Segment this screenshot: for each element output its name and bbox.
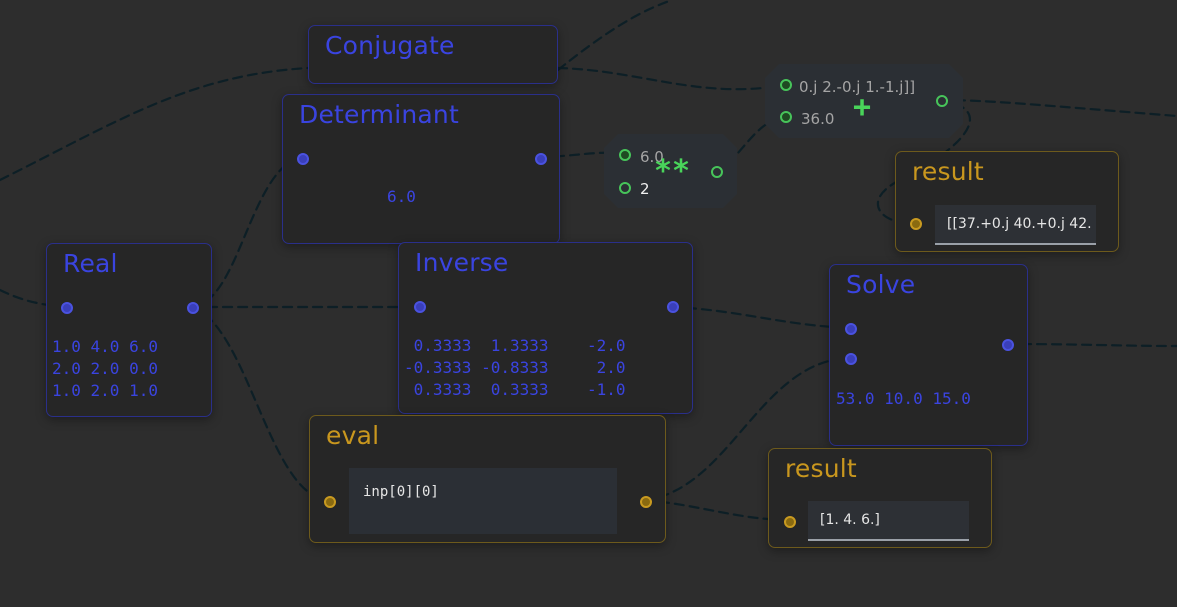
node-title: Real [63, 249, 118, 278]
operand-a: 0.j 2.-0.j 1.-1.j]] [799, 78, 916, 96]
inverse-node[interactable]: Inverse 0.3333 1.3333 -2.0 -0.3333 -0.83… [398, 242, 693, 414]
eval-code-editor[interactable]: inp[0][0] [349, 468, 617, 534]
determinant-node[interactable]: Determinant 6.0 [282, 94, 560, 244]
output-port[interactable] [640, 496, 652, 508]
node-title: result [785, 454, 857, 483]
output-port[interactable] [667, 301, 679, 313]
node-title: Determinant [299, 100, 459, 129]
input-port[interactable] [780, 79, 792, 91]
operand-a: 6.0 [640, 148, 664, 166]
input-port[interactable] [61, 302, 73, 314]
operand-b: 36.0 [801, 110, 835, 128]
input-port[interactable] [780, 111, 792, 123]
node-title: Solve [846, 270, 916, 299]
output-port[interactable] [535, 153, 547, 165]
input-port[interactable] [324, 496, 336, 508]
determinant-value: 6.0 [387, 187, 416, 206]
input-port[interactable] [619, 149, 631, 161]
power-operator-node[interactable]: 6.0 2 ** [604, 134, 737, 208]
real-node[interactable]: Real 1.0 4.0 6.0 2.0 2.0 0.0 1.0 2.0 1.0 [46, 243, 212, 417]
real-matrix: 1.0 4.0 6.0 2.0 2.0 0.0 1.0 2.0 1.0 [52, 337, 158, 400]
add-operator-node[interactable]: 0.j 2.-0.j 1.-1.j]] 36.0 + [765, 64, 963, 138]
operand-b: 2 [640, 180, 650, 198]
input-port[interactable] [845, 323, 857, 335]
output-port[interactable] [711, 166, 723, 178]
add-symbol: + [853, 90, 872, 125]
input-port[interactable] [619, 182, 631, 194]
input-port[interactable] [414, 301, 426, 313]
eval-node[interactable]: eval inp[0][0] [309, 415, 666, 543]
inverse-matrix: 0.3333 1.3333 -2.0 -0.3333 -0.8333 2.0 0… [404, 336, 626, 399]
output-port[interactable] [936, 95, 948, 107]
node-title: Inverse [415, 248, 509, 277]
input-port[interactable] [910, 218, 922, 230]
solve-value: 53.0 10.0 15.0 [836, 389, 971, 408]
input-port[interactable] [784, 516, 796, 528]
solve-node[interactable]: Solve 53.0 10.0 15.0 [829, 264, 1028, 446]
node-title: result [912, 157, 984, 186]
result-node-bottom[interactable]: result [1. 4. 6.] [768, 448, 992, 548]
node-title: Conjugate [325, 31, 455, 60]
result-value-field[interactable]: [1. 4. 6.] [808, 501, 969, 541]
input-port[interactable] [845, 353, 857, 365]
output-port[interactable] [187, 302, 199, 314]
power-symbol: ** [654, 154, 691, 189]
result-value-field[interactable]: [[37.+0.j 40.+0.j 42. [935, 205, 1096, 245]
output-port[interactable] [1002, 339, 1014, 351]
input-port[interactable] [297, 153, 309, 165]
conjugate-node[interactable]: Conjugate [308, 25, 558, 84]
result-node-top[interactable]: result [[37.+0.j 40.+0.j 42. [895, 151, 1119, 252]
node-title: eval [326, 421, 380, 450]
